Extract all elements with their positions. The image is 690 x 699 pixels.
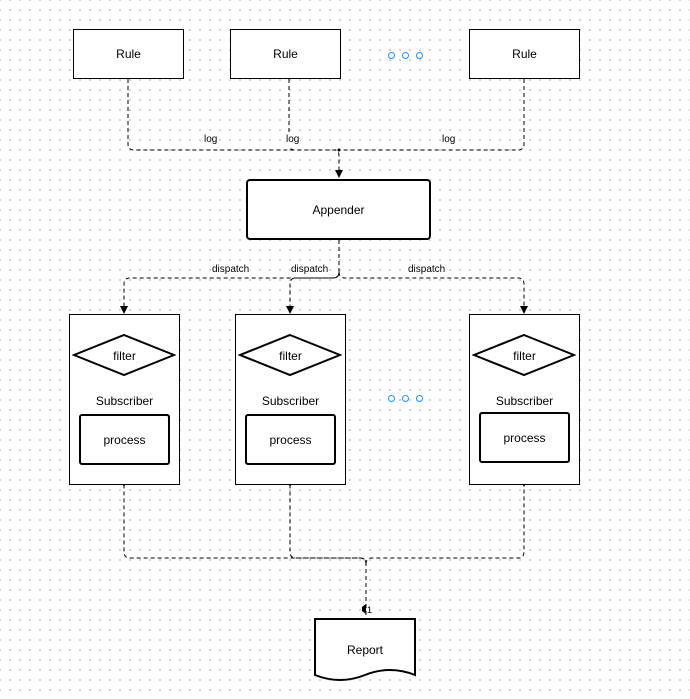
appender-label: Appender xyxy=(312,202,365,217)
filter-label: filter xyxy=(513,349,536,363)
filter-diamond xyxy=(472,333,576,377)
report-label: Report xyxy=(346,643,384,657)
dispatch-edge-3 xyxy=(338,271,528,314)
subscriber-title: Subscriber xyxy=(495,394,554,408)
report-edge-2 xyxy=(290,486,367,565)
report-connector-marker xyxy=(362,604,366,614)
process-box[interactable]: process xyxy=(245,414,336,465)
rule-node-2[interactable]: Rule xyxy=(230,29,341,79)
log-label-2: log xyxy=(285,134,301,146)
rule-label: Rule xyxy=(512,47,537,61)
log-label-1: log xyxy=(203,134,219,146)
log-edge-3 xyxy=(339,79,525,151)
filter-diamond xyxy=(238,333,342,377)
subscriber-title: Subscriber xyxy=(95,394,154,408)
process-box[interactable]: process xyxy=(479,412,570,463)
subscribers-ellipsis-icon xyxy=(388,395,423,402)
process-label: process xyxy=(503,430,546,445)
subscriber-node-3[interactable]: filter Subscriber process xyxy=(469,314,580,485)
dispatch-label-2: dispatch xyxy=(290,264,330,276)
report-marker-label: 1 xyxy=(367,605,373,615)
process-label: process xyxy=(103,432,146,447)
report-edge-3 xyxy=(365,486,524,565)
filter-label: filter xyxy=(279,349,302,363)
process-box[interactable]: process xyxy=(79,414,170,465)
filter-label: filter xyxy=(113,349,136,363)
filter-diamond xyxy=(72,333,176,377)
report-edge-1 xyxy=(124,486,367,615)
log-edge-1 xyxy=(127,79,343,178)
dispatch-edge-1 xyxy=(120,240,340,314)
rule-node-1[interactable]: Rule xyxy=(73,29,184,79)
subscriber-node-2[interactable]: filter Subscriber process xyxy=(235,314,346,485)
rule-label: Rule xyxy=(273,47,298,61)
appender-node[interactable]: Appender xyxy=(246,179,431,240)
dispatch-edge-2 xyxy=(286,271,340,314)
rule-node-3[interactable]: Rule xyxy=(469,29,580,79)
report-node[interactable] xyxy=(314,618,418,684)
rules-ellipsis-icon xyxy=(388,52,423,59)
subscriber-title: Subscriber xyxy=(261,394,320,408)
subscriber-node-1[interactable]: filter Subscriber process xyxy=(69,314,180,485)
dispatch-label-3: dispatch xyxy=(407,264,447,276)
process-label: process xyxy=(269,432,312,447)
log-label-3: log xyxy=(441,134,457,146)
dispatch-label-1: dispatch xyxy=(211,264,251,276)
rule-label: Rule xyxy=(116,47,141,61)
